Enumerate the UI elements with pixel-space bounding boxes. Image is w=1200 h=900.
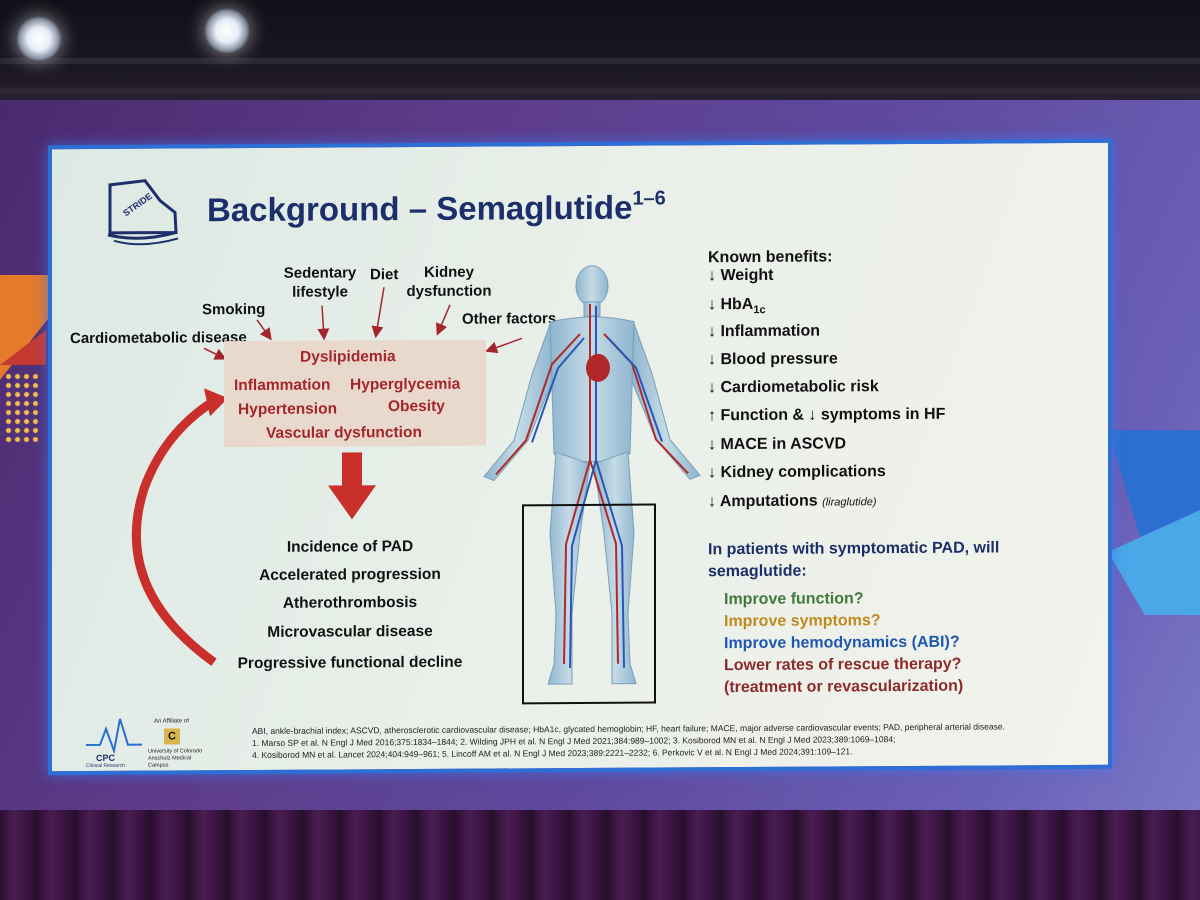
benefit-blood-pressure: ↓ Blood pressure bbox=[708, 350, 838, 369]
benefit-inflammation: ↓ Inflammation bbox=[708, 322, 821, 341]
lighting-truss bbox=[0, 88, 1200, 94]
slide-title-refs: 1–6 bbox=[632, 187, 666, 210]
cu-logo-icon: C bbox=[164, 728, 180, 745]
arrow bbox=[436, 304, 451, 336]
presentation-slide: STRIDE Background – Semaglutide1–6 Cardi… bbox=[48, 138, 1112, 776]
outcome-functional-decline: Progressive functional decline bbox=[237, 653, 463, 673]
university-name: University of Colorado Anschutz Medical … bbox=[148, 748, 203, 769]
affiliate-label: An Affiliate of bbox=[154, 718, 189, 725]
benefit-mace: ↓ MACE in ASCVD bbox=[708, 435, 847, 454]
mechanism-obesity: Obesity bbox=[388, 397, 445, 416]
question-function: Improve function? bbox=[724, 590, 864, 609]
mechanism-hyperglycemia: Hyperglycemia bbox=[350, 375, 461, 394]
arrow bbox=[485, 337, 523, 354]
benefit-weight: ↓ Weight bbox=[708, 266, 774, 285]
arrow bbox=[203, 347, 227, 360]
benefit-kidney: ↓ Kidney complications bbox=[708, 463, 886, 482]
down-arrow-icon bbox=[328, 452, 376, 520]
benefit-function-hf: ↑ Function & ↓ symptoms in HF bbox=[708, 405, 946, 425]
benefit-cardiometabolic: ↓ Cardiometabolic risk bbox=[708, 378, 879, 397]
stride-shoe-logo: STRIDE bbox=[107, 179, 179, 246]
outcome-progression: Accelerated progression bbox=[259, 565, 441, 584]
arrow bbox=[256, 319, 272, 341]
stage-curtain bbox=[0, 810, 1200, 900]
cpc-logo-subtext: Clinical Research bbox=[86, 762, 125, 770]
stage-light bbox=[204, 8, 250, 54]
question-hemodynamics: Improve hemodynamics (ABI)? bbox=[724, 633, 960, 653]
outcome-incidence: Incidence of PAD bbox=[286, 538, 414, 556]
stage-light bbox=[16, 16, 62, 62]
pad-question: In patients with symptomatic PAD, will s… bbox=[708, 539, 1000, 581]
flow-arrows bbox=[131, 287, 523, 666]
outcome-atherothrombosis: Atherothrombosis bbox=[282, 593, 418, 612]
decor-dots bbox=[4, 372, 40, 442]
lighting-truss bbox=[0, 58, 1200, 64]
mechanism-hypertension: Hypertension bbox=[238, 400, 338, 419]
human-body-illustration bbox=[483, 265, 701, 685]
cpc-logo-text: CPC bbox=[96, 752, 116, 763]
cpc-logo bbox=[86, 718, 142, 755]
benefits-title: Known benefits: bbox=[708, 248, 833, 267]
feedback-arrowhead bbox=[204, 388, 228, 417]
question-treatment: (treatment or revascularization) bbox=[724, 677, 964, 697]
arrow bbox=[317, 305, 330, 341]
legs-highlight-box bbox=[522, 503, 656, 705]
amputations-note: (liraglutide) bbox=[822, 496, 877, 509]
benefit-amputations: ↓ Amputations (liraglutide) bbox=[708, 492, 877, 511]
arrow bbox=[371, 287, 385, 339]
benefit-hba1c: ↓ HbA1c bbox=[708, 295, 766, 317]
mechanism-vascular: Vascular dysfunction bbox=[266, 423, 422, 442]
stage-ceiling bbox=[0, 0, 1200, 105]
mechanism-dyslipidemia: Dyslipidemia bbox=[300, 348, 396, 366]
question-rescue: Lower rates of rescue therapy? bbox=[724, 655, 962, 675]
outcome-microvascular: Microvascular disease bbox=[267, 622, 433, 641]
footnote-references-2: 4. Kosiborod MN et al. Lancet 2024;404:9… bbox=[252, 746, 853, 761]
feedback-arrow bbox=[131, 398, 217, 666]
mechanisms-box: Dyslipidemia Inflammation Hyperglycemia … bbox=[224, 339, 486, 448]
question-symptoms: Improve symptoms? bbox=[724, 612, 881, 631]
mechanism-inflammation: Inflammation bbox=[234, 376, 331, 395]
heart bbox=[586, 353, 610, 382]
